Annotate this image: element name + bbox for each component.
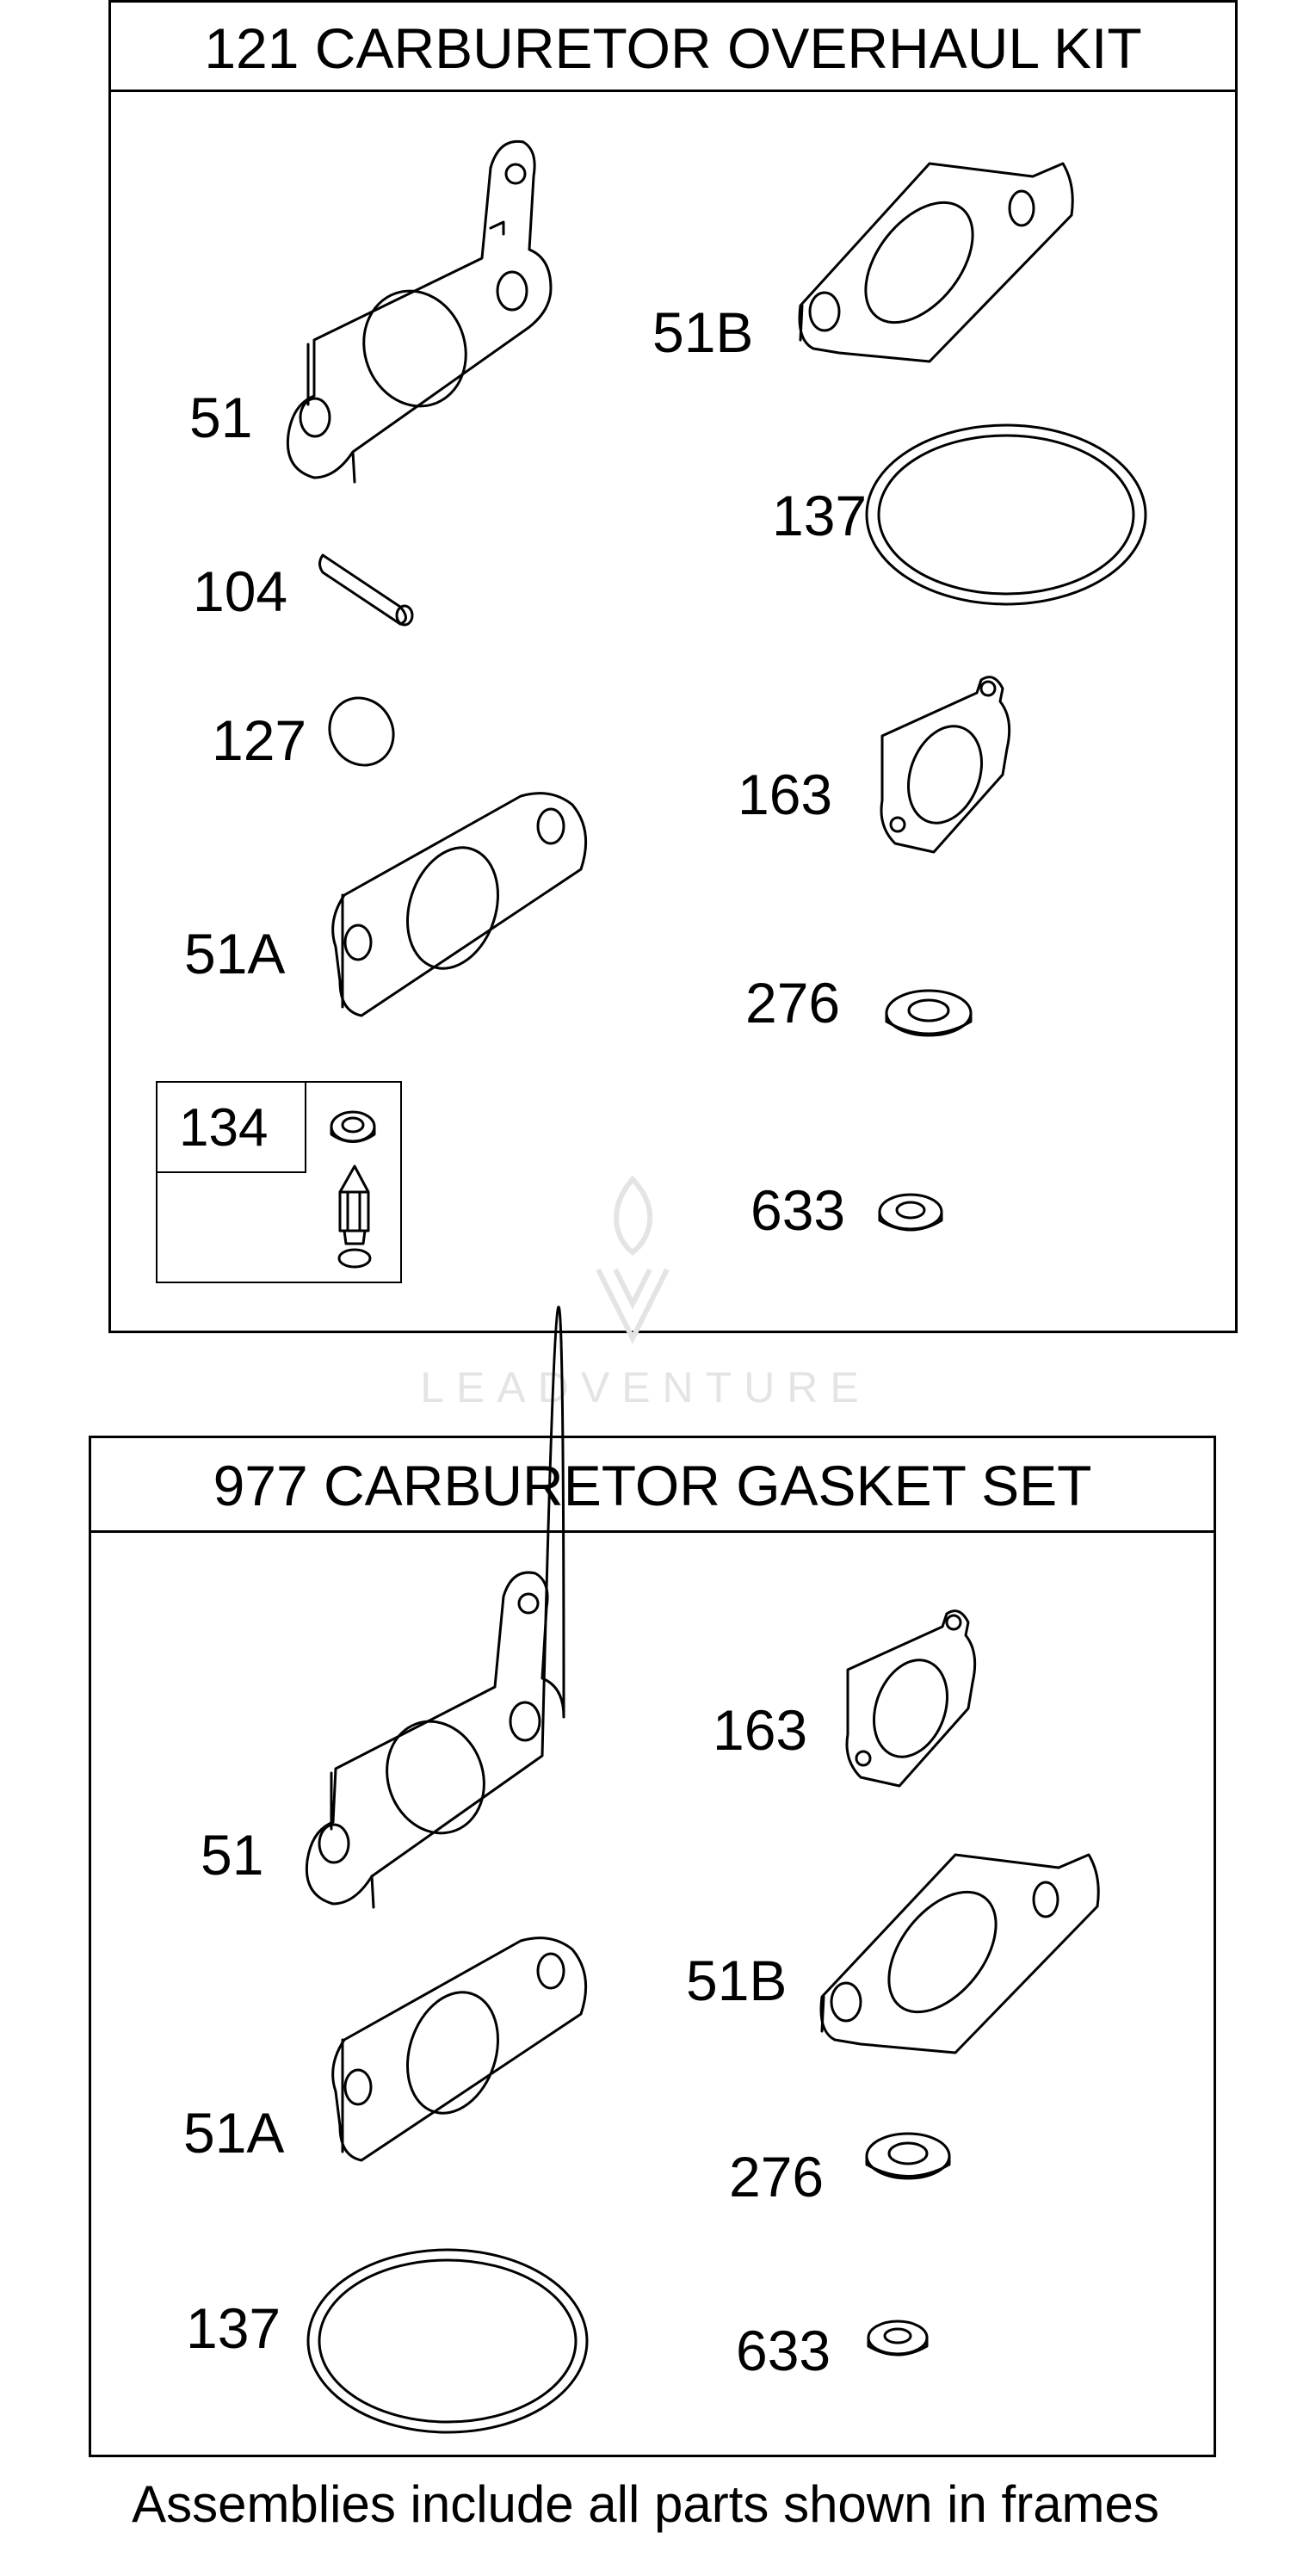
kit-121-frame: 121 CARBURETOR OVERHAUL KIT [108, 0, 1238, 1333]
kit-977-label-51b: 51B [686, 1949, 788, 2012]
kit-977-label-137: 137 [186, 2296, 281, 2360]
kit-121-label-276: 276 [745, 971, 841, 1035]
kit-121-part-104-drawing [320, 555, 413, 625]
kit-977-frame: 977 CARBURETOR GASKET SET [89, 1436, 1216, 2457]
kit-121-label-51b: 51B [652, 300, 754, 364]
kit-977-title: 977 CARBURETOR GASKET SET [91, 1438, 1214, 1533]
kit-121-label-137: 137 [772, 484, 868, 547]
kit-121-part-137-drawing [867, 425, 1146, 604]
kit-121-label-127: 127 [212, 708, 307, 772]
kit-121-label-51a: 51A [184, 922, 286, 985]
kit-121-label-104: 104 [193, 559, 288, 623]
kit-121-sub-frame-134-label-box [156, 1081, 306, 1173]
kit-121-title: 121 CARBURETOR OVERHAUL KIT [111, 3, 1235, 92]
kit-977-part-51b-drawing [821, 1855, 1098, 2053]
kit-977-label-633: 633 [736, 2319, 831, 2382]
watermark-brand: LEADVENTURE [420, 1363, 871, 1412]
kit-977-part-51a-drawing [333, 1938, 586, 2160]
kit-977-part-276-drawing [867, 2134, 949, 2178]
kit-121-part-51b-drawing [800, 164, 1072, 361]
kit-977-label-163: 163 [713, 1698, 808, 1762]
kit-977-label-51: 51 [201, 1823, 264, 1887]
kit-121-part-51a-drawing [333, 794, 586, 1016]
kit-977-part-137-drawing [308, 2250, 587, 2432]
kit-121-part-163-drawing [881, 677, 1010, 852]
kit-977-label-276: 276 [729, 2145, 825, 2208]
kit-121-part-127-drawing [318, 686, 405, 776]
kit-121-part-134-drawing [331, 1112, 374, 1267]
kit-121-label-633: 633 [751, 1178, 846, 1242]
kit-121-part-276-drawing [886, 991, 971, 1035]
kit-121-part-51-drawing [287, 141, 551, 482]
kit-121-label-134: 134 [179, 1098, 269, 1158]
kit-977-part-163-drawing [847, 1611, 975, 1786]
footer-note: Assemblies include all parts shown in fr… [132, 2475, 1159, 2533]
kit-121-label-51: 51 [189, 386, 253, 449]
kit-977-label-51a: 51A [183, 2101, 285, 2165]
kit-977-part-633-drawing [868, 2321, 927, 2355]
kit-121-part-633-drawing [880, 1195, 942, 1230]
kit-977-part-51-drawing [306, 1307, 564, 1907]
kit-121-label-163: 163 [738, 763, 833, 826]
